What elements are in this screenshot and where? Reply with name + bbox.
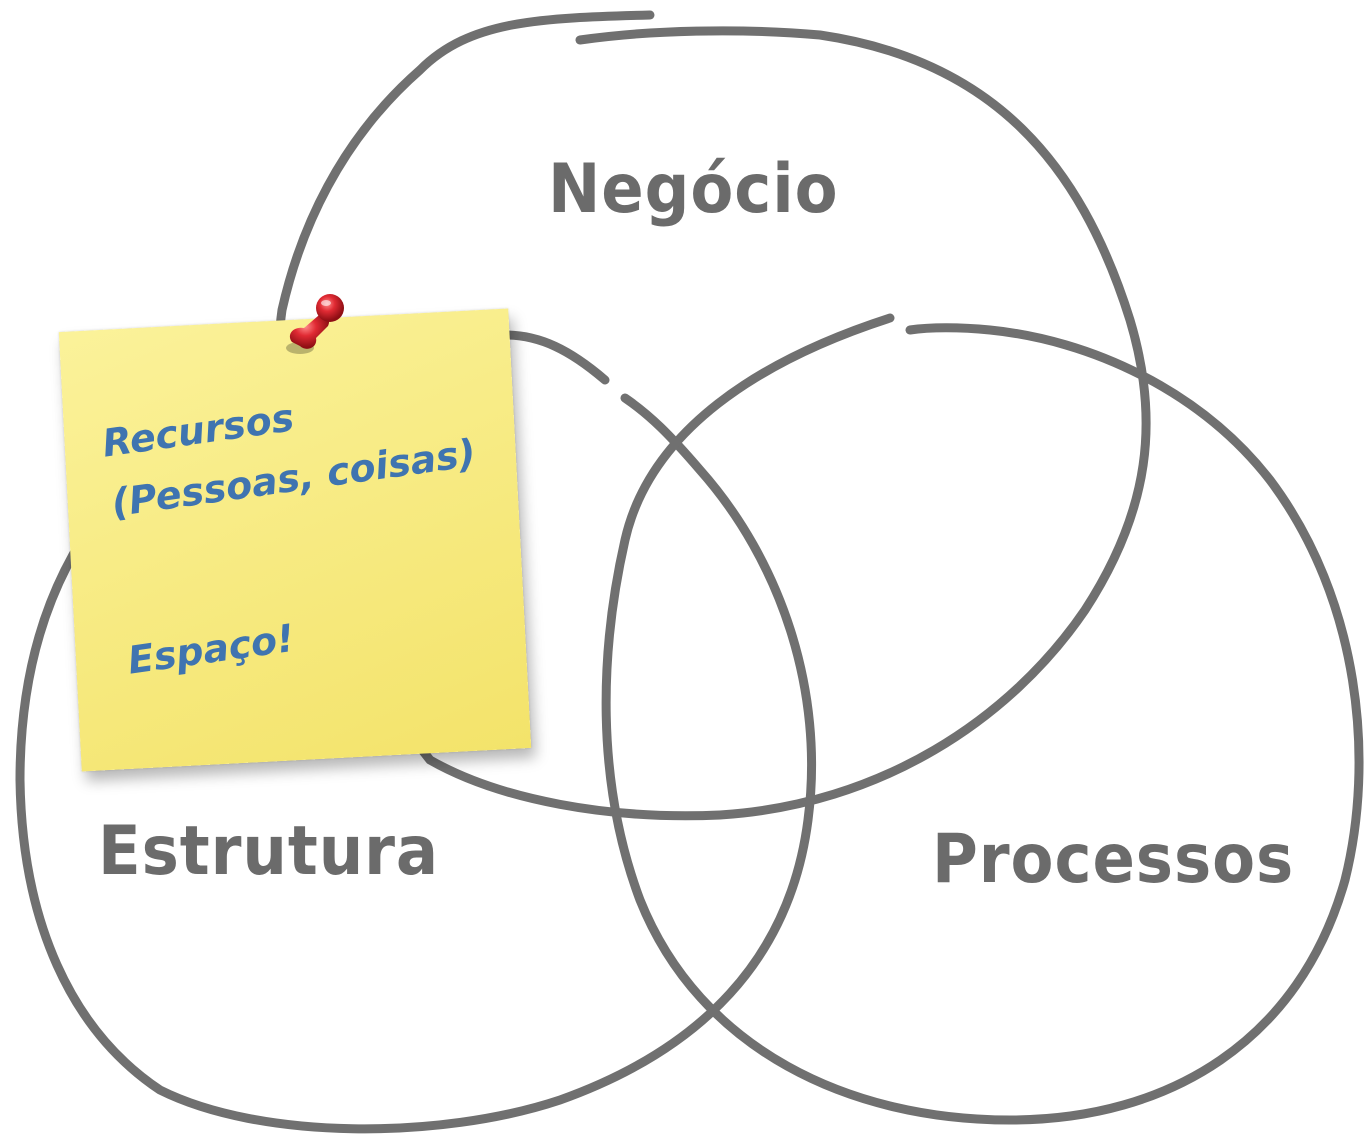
circle-negocio bbox=[275, 10, 1151, 821]
label-negocio: Negócio bbox=[548, 150, 839, 229]
push-pin-icon bbox=[286, 294, 344, 354]
note-line-recursos: Recursos bbox=[99, 395, 297, 466]
label-estrutura: Estrutura bbox=[98, 812, 440, 891]
label-processos: Processos bbox=[932, 820, 1295, 899]
sticky-note: Recursos (Pessoas, coisas) Espaço! bbox=[58, 308, 532, 772]
note-line-espaco: Espaço! bbox=[125, 615, 297, 683]
circle-processos bbox=[601, 313, 1364, 1125]
